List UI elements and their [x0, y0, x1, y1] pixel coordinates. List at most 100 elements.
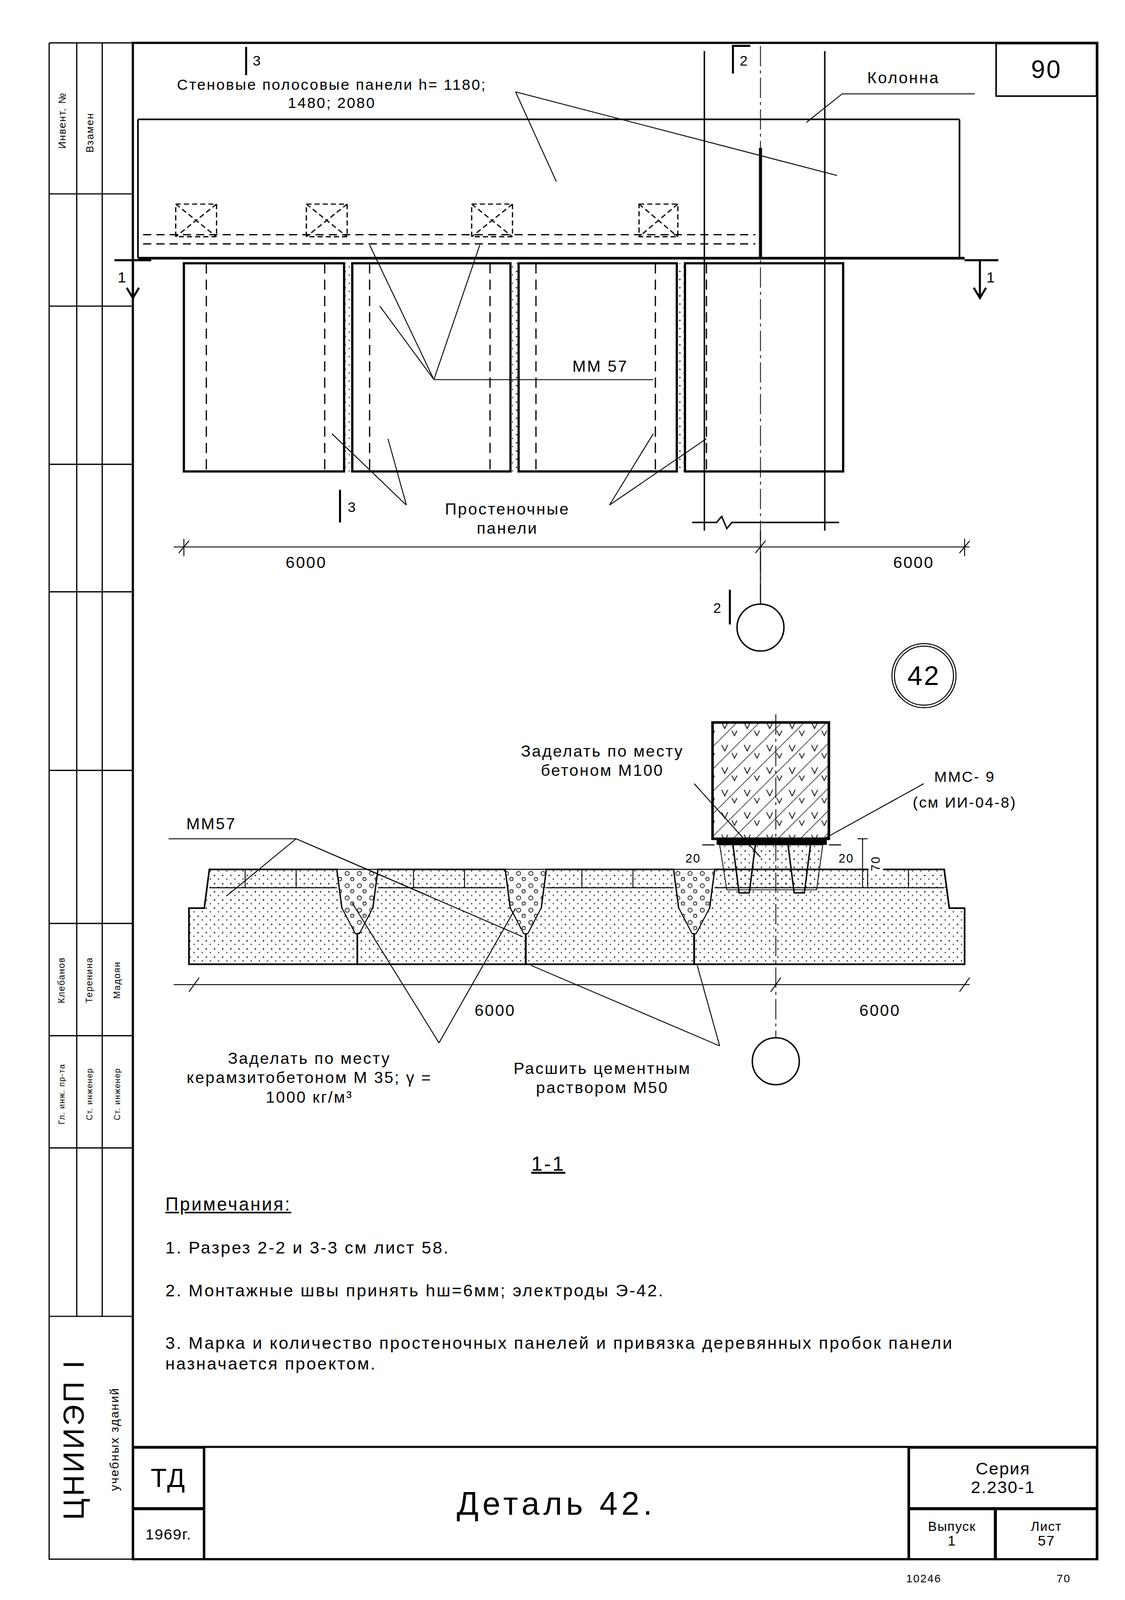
cell-text: 2.230-1 — [971, 1478, 1036, 1497]
leader-line — [530, 965, 720, 1047]
note-text: 2. Монтажные швы принять hш=6мм; электро… — [163, 1279, 667, 1302]
section-number: 1 — [984, 267, 998, 288]
note-callout: Заделать по месту керамзитобетоном М 35;… — [163, 1048, 456, 1108]
notes-heading: Примечания: — [163, 1193, 294, 1216]
wall-panel — [183, 263, 345, 472]
wall-panel-section — [357, 869, 526, 965]
section-number: 2 — [737, 52, 751, 71]
signature-role: Ст. инженер — [84, 1066, 95, 1122]
wall-panel-section — [189, 869, 358, 965]
section-mark — [114, 260, 999, 299]
part-mark: ММС- 9 — [932, 767, 998, 787]
cell-text: 90 — [1031, 55, 1062, 84]
dimension: 6000 — [857, 1000, 903, 1021]
dimension: 6000 — [472, 1000, 518, 1021]
column-section — [712, 722, 829, 839]
axis-marker — [737, 604, 784, 652]
leader-line — [168, 838, 523, 937]
wall-panel-section — [525, 869, 695, 965]
leader-line — [515, 91, 837, 182]
section-number: 3 — [345, 498, 359, 517]
dimension-line — [173, 530, 970, 605]
title-block-lines — [132, 1447, 1098, 1560]
institute-name: ЦНИИЭП I — [55, 1357, 92, 1522]
institute-name: учебных зданий — [106, 1386, 122, 1493]
signature-role: Гл. инж. пр-та — [57, 1062, 68, 1126]
hidden-embedded-part — [143, 234, 756, 244]
drawing-frame — [132, 42, 1098, 1560]
sheet-number-box: 90 — [995, 42, 1098, 97]
panel-callout: Простеночные панели — [410, 498, 604, 539]
signature-name: Клебанов — [57, 955, 69, 1005]
part-mark: ММ57 — [184, 813, 239, 834]
archive-number: 70 — [1054, 1571, 1074, 1587]
dimension: 20 — [836, 850, 857, 867]
wall-panel — [352, 263, 511, 472]
panel-callout: Стеновые полосовые панели h= 1180; 1480;… — [163, 75, 501, 113]
note-text: 1. Разрез 2-2 и 3-3 см лист 58. — [163, 1236, 452, 1259]
signature-role: Ст. инженер — [112, 1066, 123, 1122]
leader-line — [331, 433, 707, 506]
panel-rib — [209, 869, 945, 888]
section-number: 3 — [250, 52, 264, 71]
section-number: 1 — [115, 267, 130, 288]
cell-text: 1 — [947, 1533, 956, 1550]
title-block-cell: Серия2.230-1 — [908, 1447, 1098, 1509]
wall-panel-section — [694, 869, 965, 965]
signature-name: Теренина — [84, 955, 96, 1004]
signature-name: Мадоян — [111, 960, 124, 1000]
note-callout: Заделать по месту бетоном М100 — [500, 740, 705, 781]
column-outline — [692, 50, 839, 531]
mortar-joint — [344, 263, 353, 472]
embedded-plate — [716, 838, 827, 846]
archive-number: 10246 — [904, 1571, 944, 1587]
part-name: Колонна — [865, 67, 942, 88]
reference: (см ИИ-04-8) — [910, 793, 1019, 813]
margin-lines — [48, 42, 133, 1560]
dimension-line — [173, 977, 970, 992]
cell-text: Лист — [1030, 1519, 1062, 1535]
title-block-cell: 1969г. — [132, 1508, 205, 1560]
drawing-title: Деталь 42. — [452, 1484, 660, 1524]
dimension: 6000 — [283, 552, 329, 573]
keramzit-fill — [336, 869, 715, 934]
section-mark — [246, 45, 751, 625]
section-number: 2 — [711, 599, 725, 618]
cell-text: ТД — [150, 1464, 187, 1493]
wall-panel — [685, 263, 844, 472]
axis-marker — [752, 1037, 800, 1085]
dimension: 20 — [683, 850, 704, 867]
note-callout: Расшить цементным раствором М50 — [492, 1058, 712, 1099]
part-mark: ММ 57 — [570, 356, 631, 377]
embedded-plate — [175, 204, 678, 238]
leader-line — [806, 93, 975, 123]
axis-line — [760, 45, 762, 605]
axis-line — [775, 714, 777, 1038]
cell-text: 1969г. — [145, 1526, 192, 1543]
cell-text: 42 — [907, 660, 941, 691]
title-block-cell: Выпуск1 — [908, 1508, 996, 1560]
leader-line — [369, 245, 654, 380]
cell-text: Серия — [975, 1459, 1031, 1479]
wall-panel — [518, 263, 678, 472]
mortar-joint — [677, 263, 686, 472]
margin-field: Взамен — [83, 111, 96, 154]
hidden-edge — [206, 263, 707, 472]
leader-line — [694, 783, 924, 858]
title-block-cell: ТД — [132, 1447, 205, 1509]
cell-text: Выпуск — [927, 1519, 976, 1535]
dimension: 6000 — [890, 552, 936, 573]
dimension: 70 — [868, 855, 884, 873]
section-title: 1-1 — [529, 1151, 568, 1177]
panel-joint — [758, 147, 762, 258]
margin-field: Инвент. № — [55, 91, 69, 150]
leader-line — [352, 903, 516, 1043]
cell-text: 57 — [1037, 1533, 1055, 1550]
dimension-tick — [702, 838, 868, 888]
strip-panel-outline — [137, 119, 960, 259]
detail-callout-circle: 42 — [891, 643, 958, 709]
mortar-joint — [510, 263, 519, 472]
note-text: 3. Марка и количество простеночных панел… — [163, 1332, 1073, 1375]
title-block-cell: Лист57 — [995, 1508, 1098, 1560]
strip-panel-bottom — [137, 256, 965, 260]
